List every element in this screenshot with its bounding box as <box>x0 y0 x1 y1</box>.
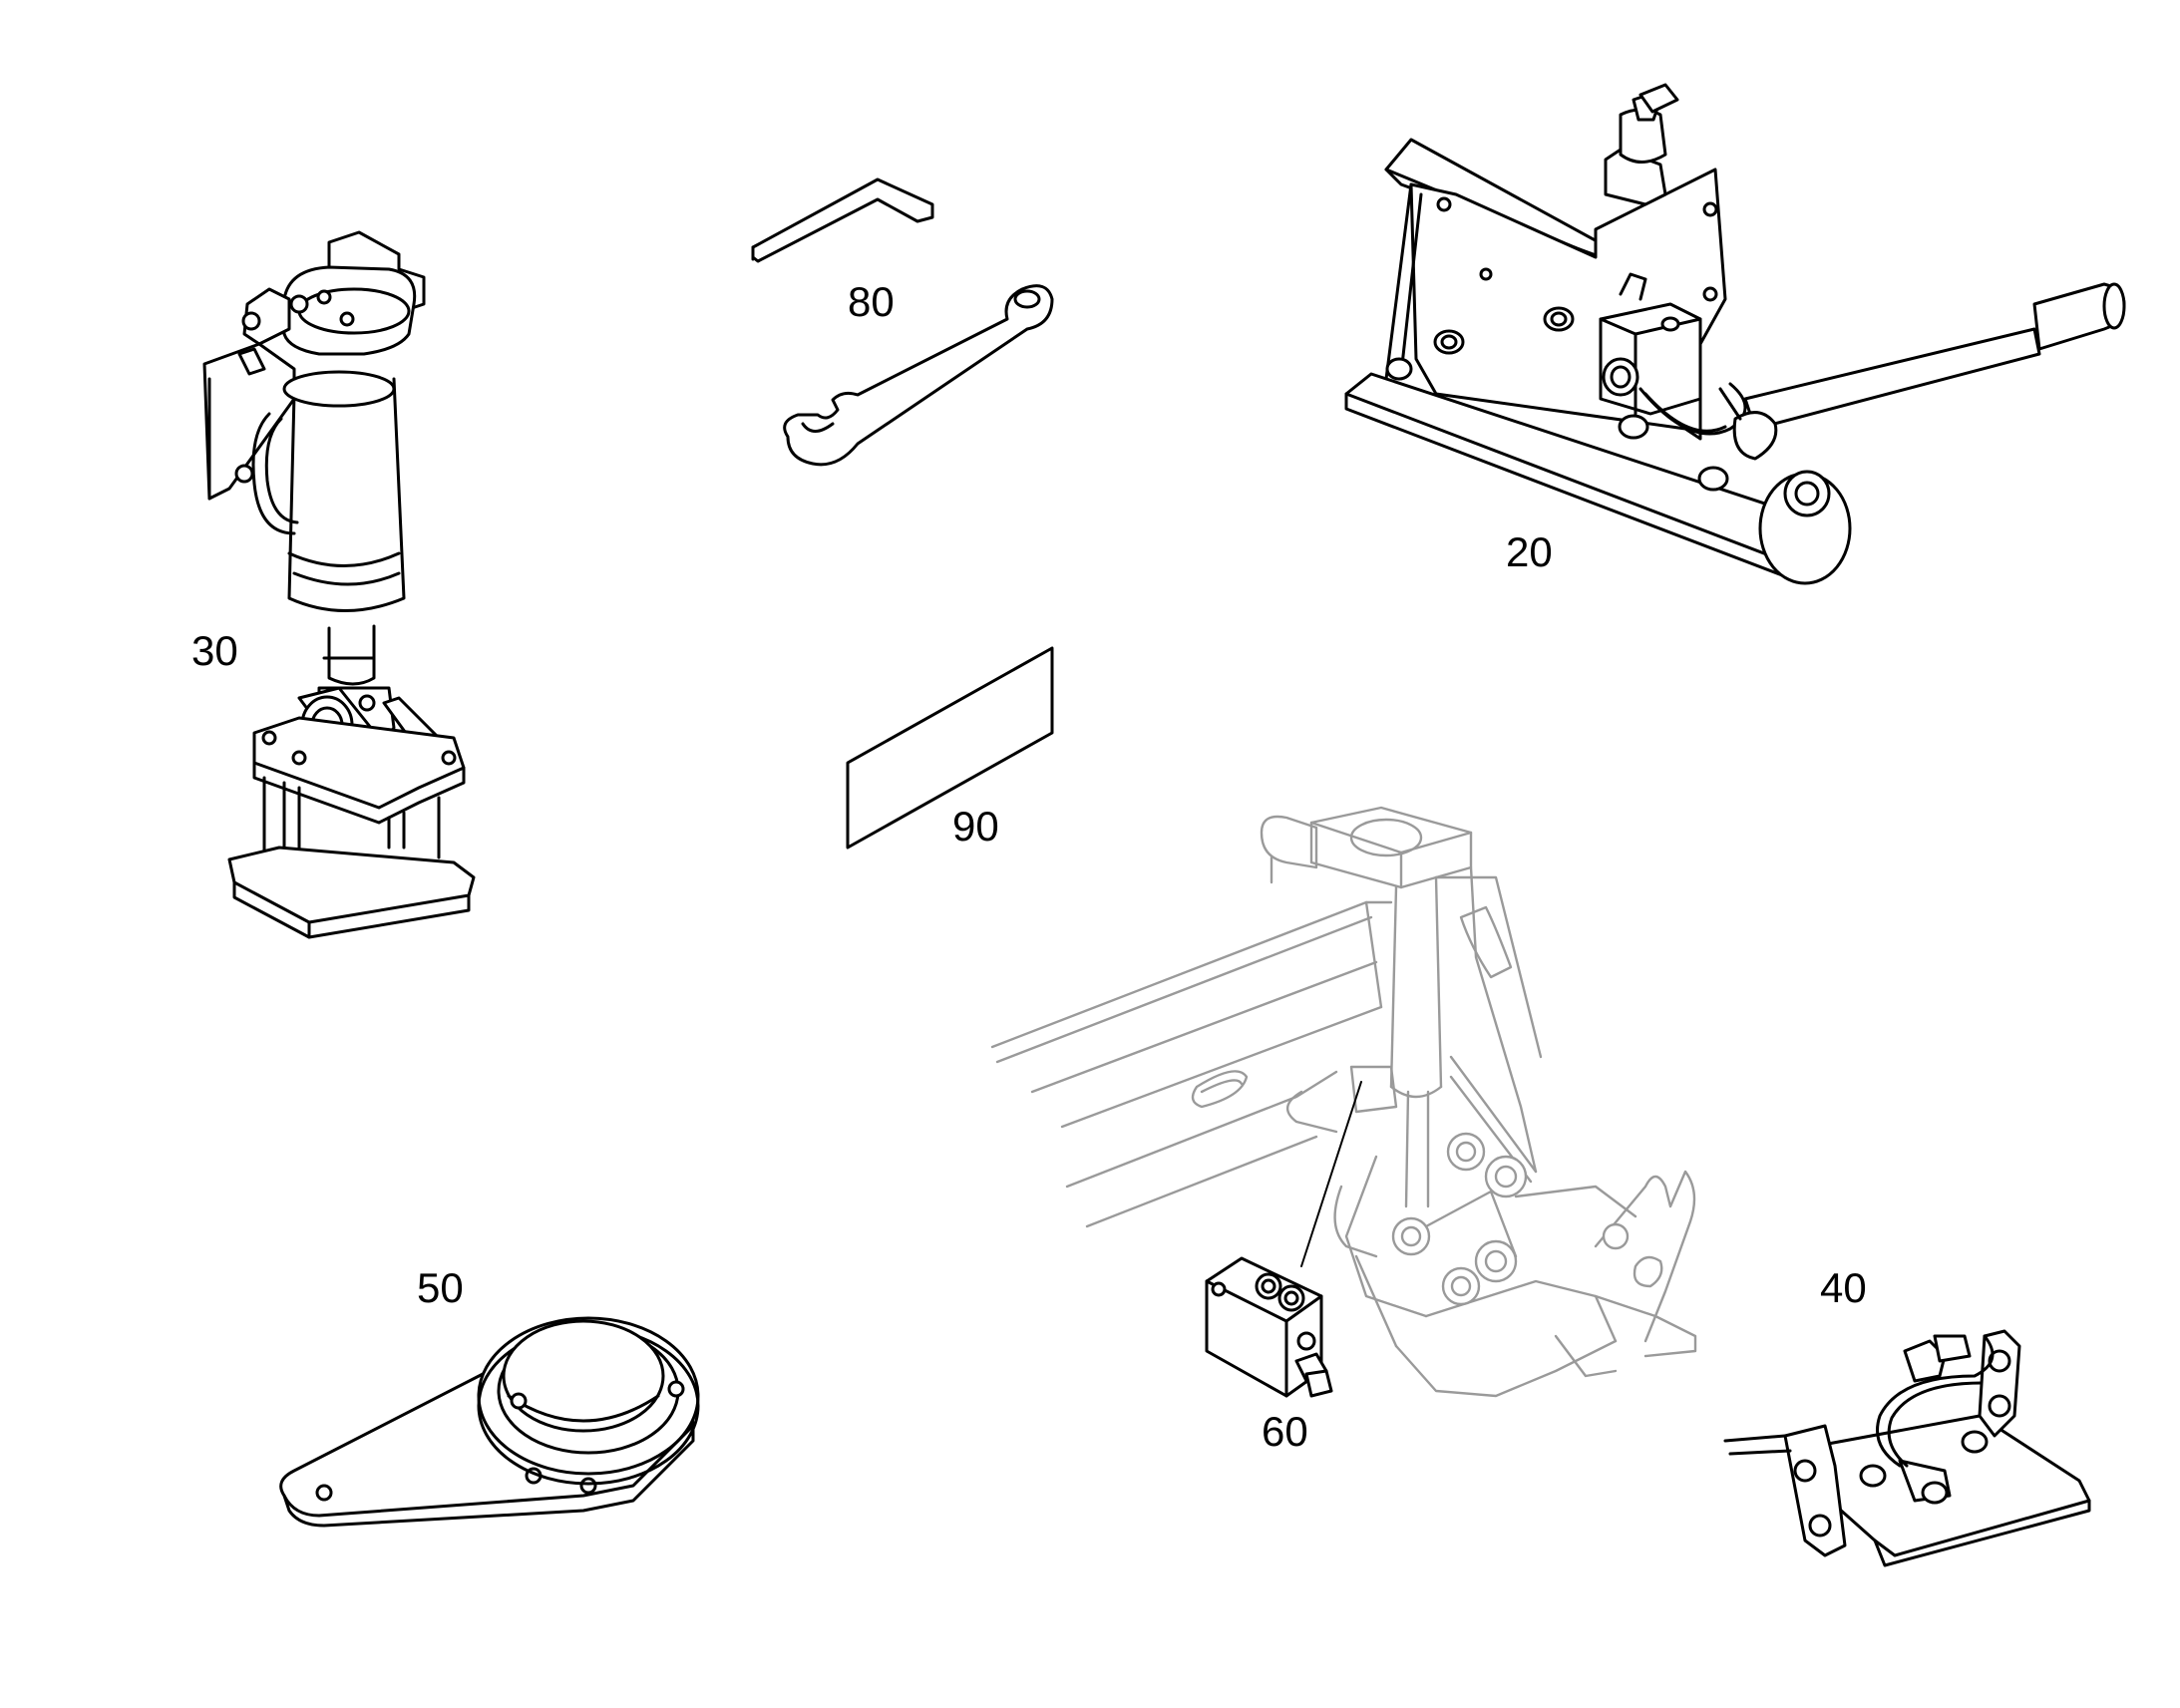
part-90-label-decal <box>846 646 1054 850</box>
part-80-tools <box>751 177 1054 467</box>
callout-labels: 20 30 40 50 60 80 90 <box>191 278 1867 1455</box>
part-60-valve-block <box>1205 1256 1333 1398</box>
callout-90: 90 <box>952 803 999 850</box>
callout-60: 60 <box>1262 1408 1308 1455</box>
part-30-cylinder-assembly <box>202 230 476 939</box>
background-boom-assembly <box>990 806 1697 1398</box>
part-20-bracket-assembly <box>1344 83 2126 585</box>
part-40-sensor-bracket <box>1723 1329 2091 1567</box>
callout-50: 50 <box>417 1264 464 1311</box>
callout-40: 40 <box>1820 1264 1867 1311</box>
callout-30: 30 <box>191 627 238 674</box>
part-50-mounting-plate <box>279 1316 700 1528</box>
callout-20: 20 <box>1506 528 1553 575</box>
callout-80: 80 <box>848 278 895 325</box>
